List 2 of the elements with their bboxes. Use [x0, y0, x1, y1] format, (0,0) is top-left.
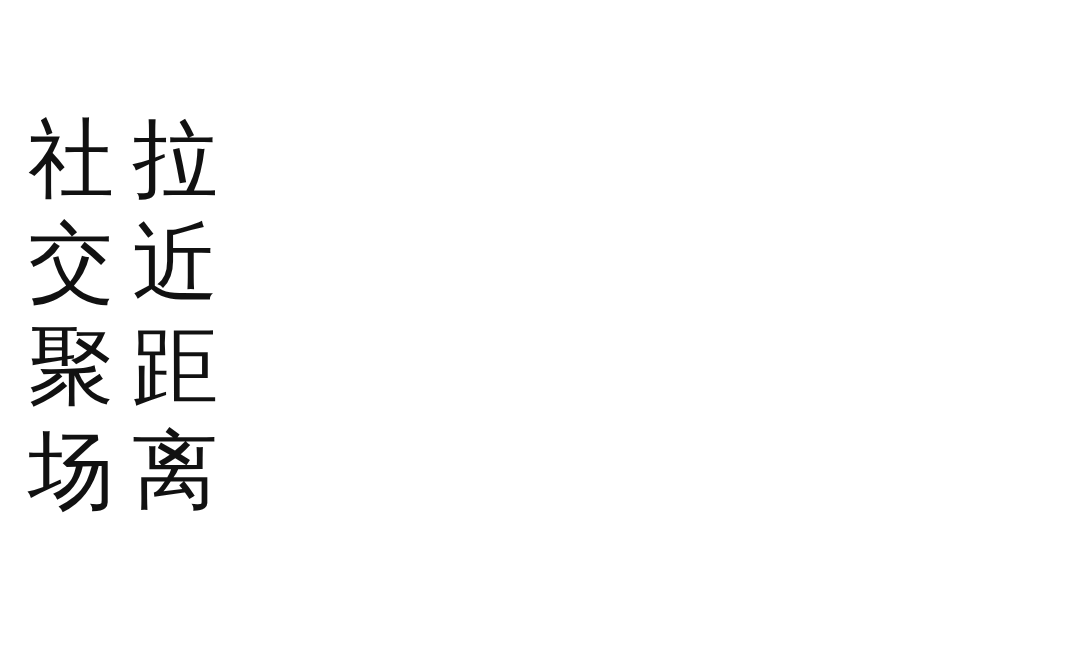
vertical-heading: 拉近距离: [132, 107, 218, 522]
vertical-heading: 社交聚场: [28, 107, 114, 522]
